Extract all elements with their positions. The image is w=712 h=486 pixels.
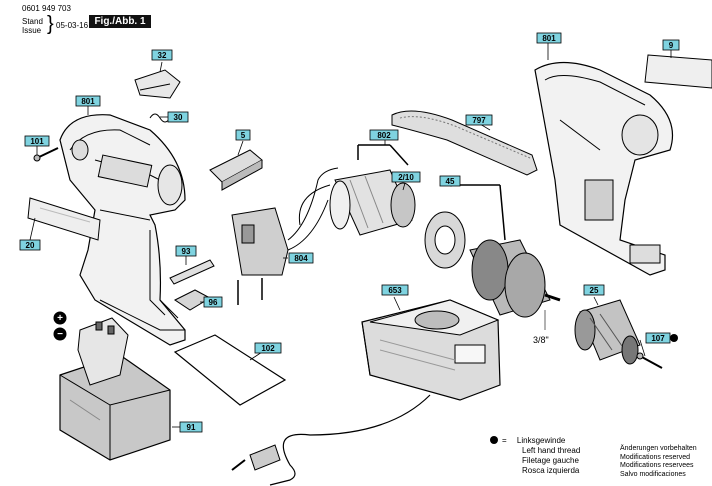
switch-cover-32 (134, 69, 181, 99)
nameplate-20 (27, 197, 101, 241)
callout-box-5 (235, 129, 251, 141)
callout-box-45 (439, 175, 461, 187)
callout-25: 25 (590, 286, 599, 295)
slide-switch-5 (209, 149, 263, 191)
figure-label: Fig./Abb. 1 (89, 15, 151, 28)
left-housing (59, 114, 186, 346)
left-hand-thread-dot (670, 334, 678, 342)
callout-801b: 801 (542, 34, 556, 43)
minus-terminal-label: − (57, 329, 63, 340)
rocker-93 (169, 259, 215, 285)
callout-5: 5 (241, 131, 246, 140)
switch-804 (231, 167, 339, 305)
callout-107: 107 (651, 334, 665, 343)
callout-box-797 (465, 114, 493, 126)
gearbox-45 (452, 184, 561, 330)
legend: = Linksgewinde Left hand thread Filetage… (490, 436, 580, 476)
callout-box-801b (536, 32, 562, 44)
screw-101 (33, 147, 59, 162)
callout-93: 93 (182, 247, 191, 256)
battery-terminal-markers: + − (53, 311, 67, 341)
callout-box-20 (19, 239, 41, 251)
callout-box-101 (24, 135, 50, 147)
callout-91: 91 (187, 423, 196, 432)
callout-boxes (19, 32, 680, 433)
callout-45: 45 (446, 177, 455, 186)
callout-30: 30 (174, 113, 183, 122)
callout-801a: 801 (81, 97, 95, 106)
issue-label: Issue (22, 26, 42, 35)
note-2: Modifications reservees (620, 462, 694, 469)
screw-107 (636, 352, 663, 369)
issue-date: 05-03-16 (56, 21, 89, 30)
battery-91 (59, 317, 171, 461)
callout-96: 96 (209, 298, 218, 307)
callout-box-2-10 (391, 171, 421, 183)
callout-box-93 (175, 245, 197, 257)
callout-box-801a (75, 95, 101, 107)
callout-32: 32 (158, 51, 167, 60)
callout-804: 804 (294, 254, 308, 263)
callout-texts: 801 101 20 32 30 5 93 96 804 802 2/10 79… (26, 34, 674, 432)
callout-box-9 (662, 39, 680, 51)
note-3: Salvo modificaciones (620, 470, 686, 478)
charger-653 (231, 299, 501, 486)
callout-box-102 (254, 342, 282, 354)
right-housing (534, 61, 674, 276)
callout-box-96 (203, 296, 223, 308)
note-0: Änderungen vorbehalten (620, 445, 697, 452)
legend-text-1: Left hand thread (522, 446, 581, 455)
callout-797: 797 (472, 116, 486, 125)
callout-9: 9 (669, 41, 674, 50)
belt-clip-797 (391, 110, 538, 176)
plus-terminal-label: + (57, 313, 63, 324)
wire-102 (173, 334, 287, 406)
brace: } (47, 13, 54, 35)
callout-20: 20 (26, 241, 35, 250)
motor-802 (298, 144, 416, 236)
callout-653: 653 (388, 286, 402, 295)
callout-box-802 (369, 129, 399, 141)
callout-box-653 (381, 284, 409, 296)
label-9 (644, 54, 712, 89)
ring-gear-plate (424, 211, 466, 269)
callout-box-30 (167, 111, 189, 123)
callout-box-91 (179, 421, 203, 433)
callout-box-25 (583, 284, 605, 296)
callout-101: 101 (30, 137, 44, 146)
legend-text-0: Linksgewinde (516, 436, 566, 445)
doc-number: 0601 949 703 (22, 4, 71, 13)
note-1: Modifications reserved (620, 453, 691, 461)
legend-line-0: = Linksgewinde (490, 436, 580, 446)
legend-eq: = (502, 436, 507, 445)
callout-102: 102 (261, 344, 275, 353)
modification-notes: Änderungen vorbehalten Modifications res… (620, 445, 697, 479)
chuck-size-label: 3/8" (533, 335, 549, 345)
chuck-25 (574, 299, 641, 365)
callout-box-804 (288, 252, 314, 264)
callout-802: 802 (377, 131, 391, 140)
callout-box-32 (151, 49, 173, 61)
callout-2-10: 2/10 (398, 173, 414, 182)
legend-text-3: Rosca izquierda (522, 466, 580, 475)
spring-30 (149, 113, 171, 123)
stand-label: Stand (22, 17, 43, 26)
legend-dot-icon (490, 436, 498, 444)
legend-text-2: Filetage gauche (522, 456, 579, 465)
